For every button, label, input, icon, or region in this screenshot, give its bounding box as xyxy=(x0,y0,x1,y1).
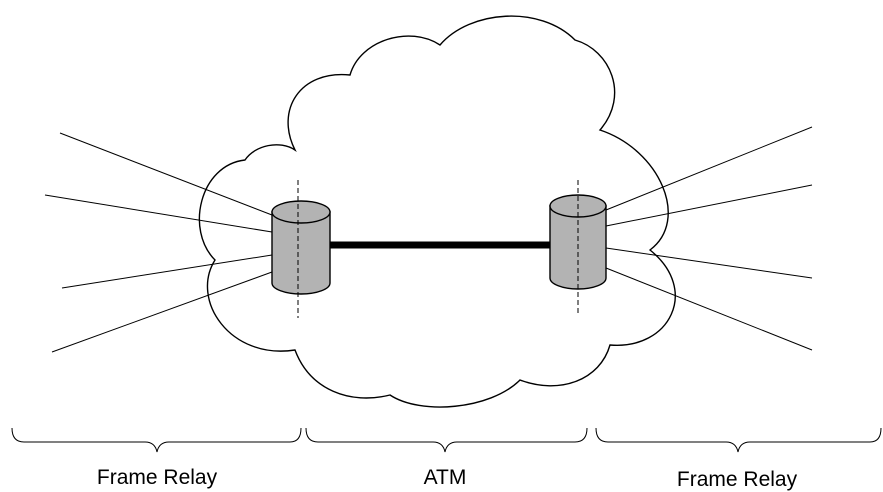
right-segment-label: Frame Relay xyxy=(677,468,798,491)
right-access-lines xyxy=(605,126,813,351)
right-switch xyxy=(549,180,607,315)
left-segment-label: Frame Relay xyxy=(97,466,218,489)
middle-segment-label: ATM xyxy=(424,466,467,489)
right-brace xyxy=(595,427,882,453)
left-access-lines xyxy=(44,132,273,353)
left-brace xyxy=(11,427,302,453)
left-switch xyxy=(271,180,331,318)
middle-brace xyxy=(305,427,588,453)
atm-cloud xyxy=(198,15,676,408)
